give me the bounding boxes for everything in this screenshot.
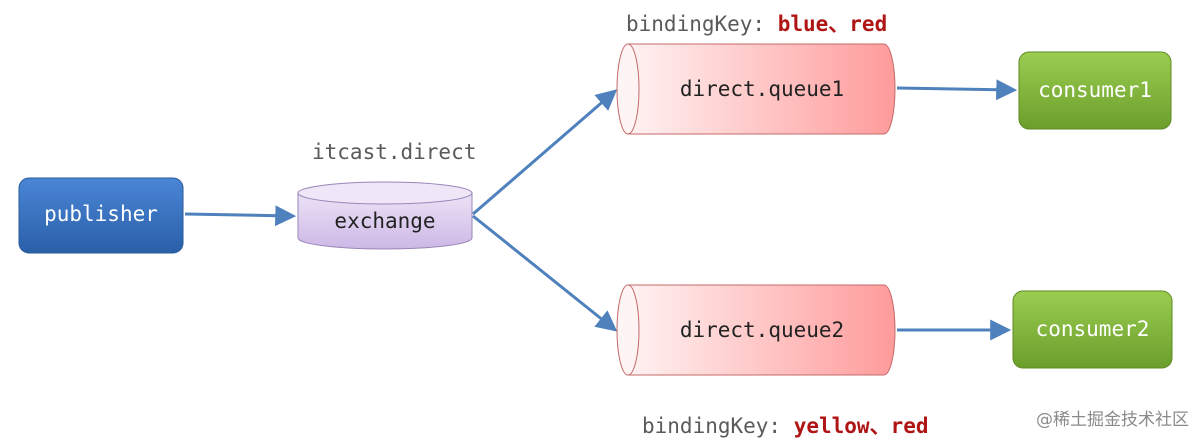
consumer1-label: consumer1 — [1038, 78, 1152, 102]
arrow-queue1-to-consumer1 — [896, 79, 1018, 101]
queue2-binding: bindingKey: yellow、red — [642, 410, 929, 440]
queue2-binding-prefix: bindingKey: — [642, 414, 794, 438]
exchange-label: exchange — [334, 209, 436, 233]
consumer1-node — [1018, 51, 1172, 130]
arrow-publisher-to-exchange — [184, 205, 297, 227]
publisher-node — [18, 177, 184, 254]
arrow-exchange-to-queue2 — [472, 214, 618, 332]
queue2-binding-keys: yellow、red — [793, 414, 929, 438]
consumer2-label: consumer2 — [1035, 317, 1150, 341]
queue1-node — [616, 43, 896, 135]
watermark: @稀土掘金技术社区 — [1036, 410, 1189, 430]
exchange-name: itcast.direct — [312, 140, 477, 164]
queue1-binding-prefix: bindingKey: — [626, 12, 778, 36]
queue2-label: direct.queue2 — [679, 318, 845, 342]
consumer2-node — [1012, 290, 1173, 369]
exchange-node — [297, 181, 473, 250]
queue1-binding-keys: blue、red — [777, 12, 888, 36]
queue1-label: direct.queue1 — [679, 77, 845, 101]
arrow-exchange-to-queue1 — [472, 89, 618, 216]
publisher-label: publisher — [44, 202, 158, 226]
queue1-binding: bindingKey: blue、red — [626, 8, 887, 38]
queue2-node — [616, 284, 896, 376]
